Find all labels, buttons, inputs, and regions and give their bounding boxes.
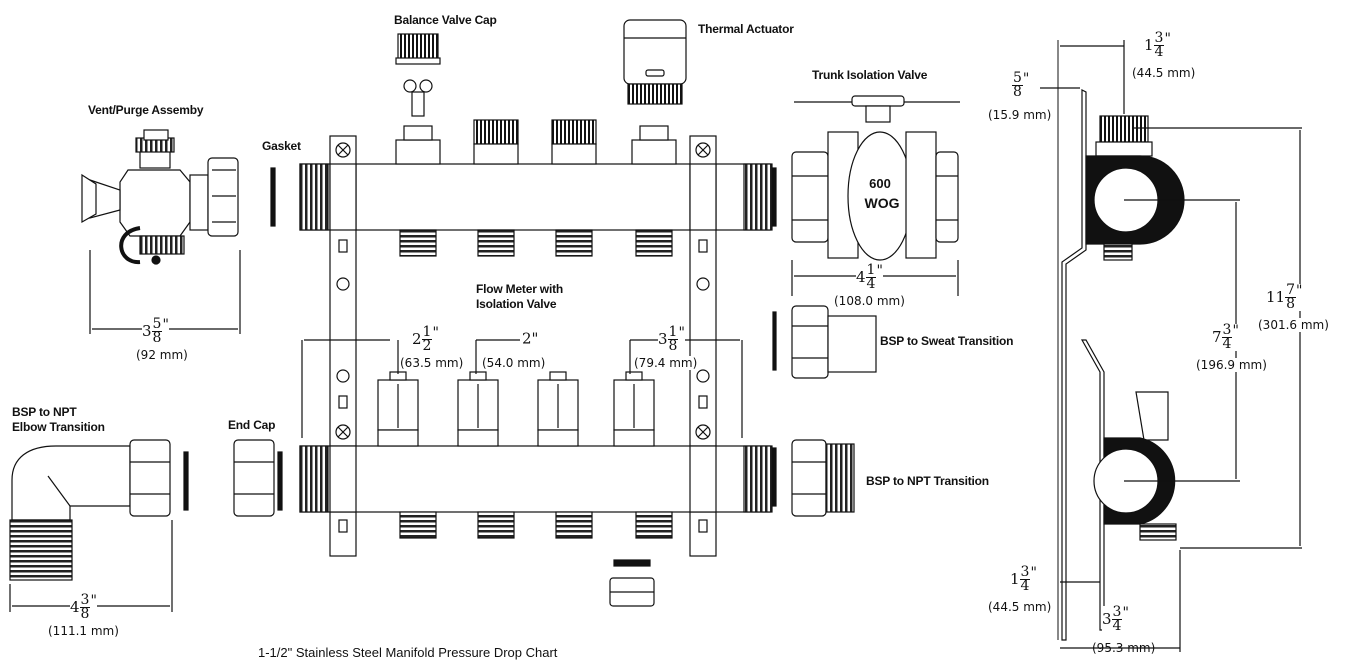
flow-meter-label-line1: Flow Meter with <box>476 282 564 296</box>
valve-marking-wog: WOG <box>865 195 900 211</box>
bsp-to-npt-label: BSP to NPT Transition <box>866 474 989 488</box>
valve-width-mm: (108.0 mm) <box>834 294 905 308</box>
bsp-to-sweat-transition <box>791 305 877 379</box>
end-cap <box>233 439 275 517</box>
spacing-b-mm: (54.0 mm) <box>482 356 546 370</box>
spacing-a-mm: (63.5 mm) <box>400 356 464 370</box>
manifold-bottom <box>299 371 773 539</box>
side-view <box>1057 40 1185 641</box>
thermal-actuator <box>623 19 687 105</box>
balance-valve-cap-label: Balance Valve Cap <box>394 13 497 27</box>
bsp-to-npt-elbow <box>9 439 171 581</box>
flow-meter-label-line2: Isolation Valve <box>476 297 557 311</box>
chart-caption: 1-1/2" Stainless Steel Manifold Pressure… <box>258 645 558 660</box>
trunk-isolation-valve <box>791 95 960 261</box>
spacing-b-dimension: 2" <box>522 329 539 348</box>
spacing-c-mm: (79.4 mm) <box>634 356 698 370</box>
elbow-label-line2: Elbow Transition <box>12 420 105 434</box>
vent-width-mm: (92 mm) <box>136 348 188 362</box>
balance-valve-cap <box>395 33 441 117</box>
bsp-to-npt-transition <box>791 439 855 517</box>
side-top-width-mm: (44.5 mm) <box>1132 66 1196 80</box>
end-cap-label: End Cap <box>228 418 276 432</box>
trunk-isolation-valve-label: Trunk Isolation Valve <box>812 68 928 82</box>
thermal-actuator-label: Thermal Actuator <box>698 22 794 36</box>
side-center-height-mm: (196.9 mm) <box>1196 358 1267 372</box>
vent-purge-assembly-label: Vent/Purge Assemby <box>88 103 204 117</box>
valve-marking-600: 600 <box>869 176 891 191</box>
side-bottom-depth-mm: (44.5 mm) <box>988 600 1052 614</box>
elbow-label-line1: BSP to NPT <box>12 405 77 419</box>
side-bottom-width-mm: (95.3 mm) <box>1092 641 1156 655</box>
bsp-to-sweat-label: BSP to Sweat Transition <box>880 334 1014 348</box>
gasket-top <box>270 167 276 227</box>
side-total-height-mm: (301.6 mm) <box>1258 318 1329 332</box>
side-offset-mm: (15.9 mm) <box>988 108 1052 122</box>
vent-purge-assembly <box>81 129 239 265</box>
gasket-label: Gasket <box>262 139 301 153</box>
elbow-width-mm: (111.1 mm) <box>48 624 119 638</box>
